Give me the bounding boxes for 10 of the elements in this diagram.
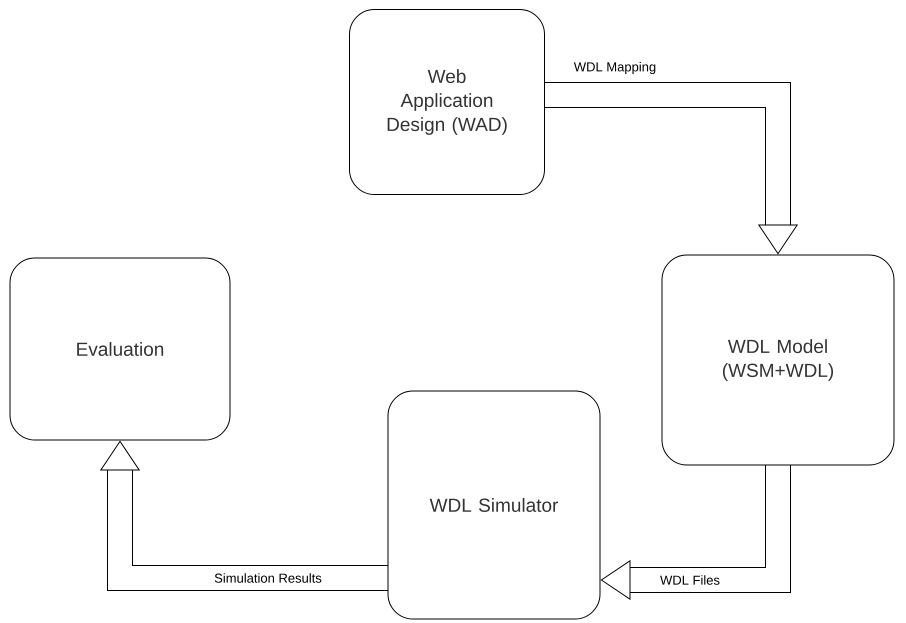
process-box: WDL Model (WSM+WDL) (662, 254, 894, 466)
process-box: WDL Simulator (388, 390, 600, 620)
hollow-arrow (100, 440, 388, 591)
edge-label: WDL Mapping (572, 60, 658, 76)
hollow-arrow (600, 466, 791, 600)
edge-label: Simulation Results (213, 572, 323, 584)
process-box: Evaluation (10, 258, 230, 440)
process-box: Web Application Design (WAD) (349, 9, 545, 195)
hollow-arrow (545, 82, 798, 254)
edge-label: WDL Files (659, 574, 721, 586)
